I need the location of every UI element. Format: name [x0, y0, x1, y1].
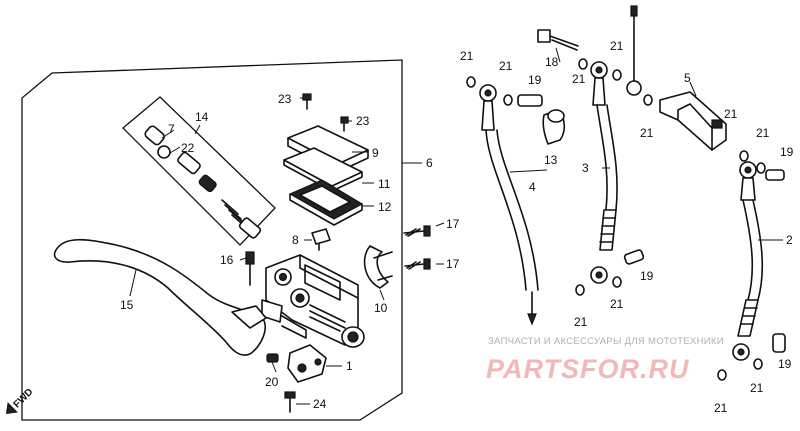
- diaphragm: [288, 179, 364, 226]
- label-part-9: 9: [372, 146, 379, 160]
- label-part-21b: 21: [499, 59, 513, 73]
- washer-21j: [717, 369, 727, 381]
- label-part-23a: 23: [278, 92, 292, 106]
- washer-21c: [578, 58, 588, 70]
- washer-21f: [739, 150, 749, 162]
- label-part-4: 4: [529, 180, 536, 194]
- label-part-11: 11: [378, 177, 391, 191]
- screw-20: [266, 353, 279, 363]
- leader-lines: [129, 47, 783, 405]
- label-part-2: 2: [786, 233, 793, 247]
- brake-lever: [53, 238, 266, 356]
- piston-kit-frame: [122, 96, 276, 246]
- label-part-21h: 21: [574, 315, 588, 329]
- screw-23a: [302, 93, 312, 110]
- label-part-17a: 17: [446, 217, 460, 231]
- label-part-19a: 19: [528, 73, 542, 87]
- label-part-5: 5: [684, 71, 691, 85]
- stop-switch: [287, 344, 327, 383]
- pivot-bolt-16: [245, 251, 255, 286]
- label-part-24: 24: [313, 397, 327, 411]
- clip-8: [311, 228, 331, 251]
- bolt-17a: [403, 225, 431, 237]
- label-part-21g: 21: [756, 126, 770, 140]
- watermark: ЗАПЧАСТИ И АКСЕССУАРЫ ДЛЯ МОТОТЕХНИКИ PA…: [486, 336, 724, 384]
- label-part-19c: 19: [640, 269, 654, 283]
- label-part-7: 7: [168, 122, 175, 136]
- brake-pipe: [626, 5, 642, 96]
- master-cylinder-body: [261, 254, 365, 348]
- label-part-22: 22: [181, 141, 195, 155]
- label-part-23b: 23: [356, 114, 370, 128]
- union-bolt-19c: [623, 249, 645, 265]
- washer-21k: [753, 358, 763, 370]
- watermark-logo: PARTSFOR.RU: [486, 354, 690, 384]
- label-part-16: 16: [220, 253, 234, 267]
- bolt-18: [537, 29, 579, 51]
- fwd-arrow: FWD: [5, 387, 36, 415]
- label-part-19d: 19: [778, 357, 792, 371]
- hose-2: [732, 161, 764, 361]
- piston-kit: [144, 125, 262, 239]
- label-part-12: 12: [378, 200, 392, 214]
- bolt-17b: [404, 258, 431, 270]
- label-part-13: 13: [544, 153, 558, 167]
- watermark-tagline: ЗАПЧАСТИ И АКСЕССУАРЫ ДЛЯ МОТОТЕХНИКИ: [488, 336, 724, 347]
- label-part-10: 10: [374, 301, 388, 315]
- washer-21e: [643, 94, 653, 106]
- union-bolt-19d: [772, 333, 786, 353]
- holder-clamp-10: [363, 245, 393, 289]
- hose-4: [479, 84, 539, 326]
- label-part-21i: 21: [610, 297, 624, 311]
- union-bolt-19a: [517, 94, 543, 107]
- label-part-21f: 21: [724, 107, 738, 121]
- label-part-21d: 21: [610, 39, 624, 53]
- label-part-21a: 21: [460, 49, 474, 63]
- washer-21a: [466, 76, 476, 88]
- three-way-joint-5: [659, 91, 727, 151]
- washer-21g: [756, 162, 766, 174]
- svg-text:FWD: FWD: [12, 387, 36, 411]
- screw-23b: [340, 116, 349, 132]
- label-part-21c: 21: [572, 72, 586, 86]
- label-part-19b: 19: [780, 145, 794, 159]
- label-part-6: 6: [426, 156, 433, 170]
- screw-24: [284, 391, 296, 413]
- washer-21i: [612, 276, 622, 288]
- label-part-21j: 21: [714, 401, 728, 415]
- label-part-3: 3: [582, 161, 589, 175]
- label-part-20: 20: [265, 375, 279, 389]
- part-labels: 1 2 3 4 5 6 7 8 9 10 11 12 13 14 15 16 1…: [120, 39, 794, 415]
- label-part-18: 18: [545, 55, 559, 69]
- union-bolt-19b: [765, 169, 785, 181]
- hose-3: [590, 61, 618, 284]
- washer-21d: [612, 69, 622, 81]
- washer-21h: [575, 284, 585, 296]
- label-part-15: 15: [120, 298, 134, 312]
- label-part-8: 8: [292, 233, 299, 247]
- three-way-joint-13: [542, 109, 566, 145]
- assembly-frame: [21, 59, 403, 421]
- label-part-17b: 17: [446, 257, 460, 271]
- washer-21b: [503, 94, 513, 106]
- label-part-21k: 21: [750, 381, 764, 395]
- label-part-14: 14: [195, 110, 209, 124]
- label-part-1: 1: [346, 359, 353, 373]
- label-part-21e: 21: [640, 126, 654, 140]
